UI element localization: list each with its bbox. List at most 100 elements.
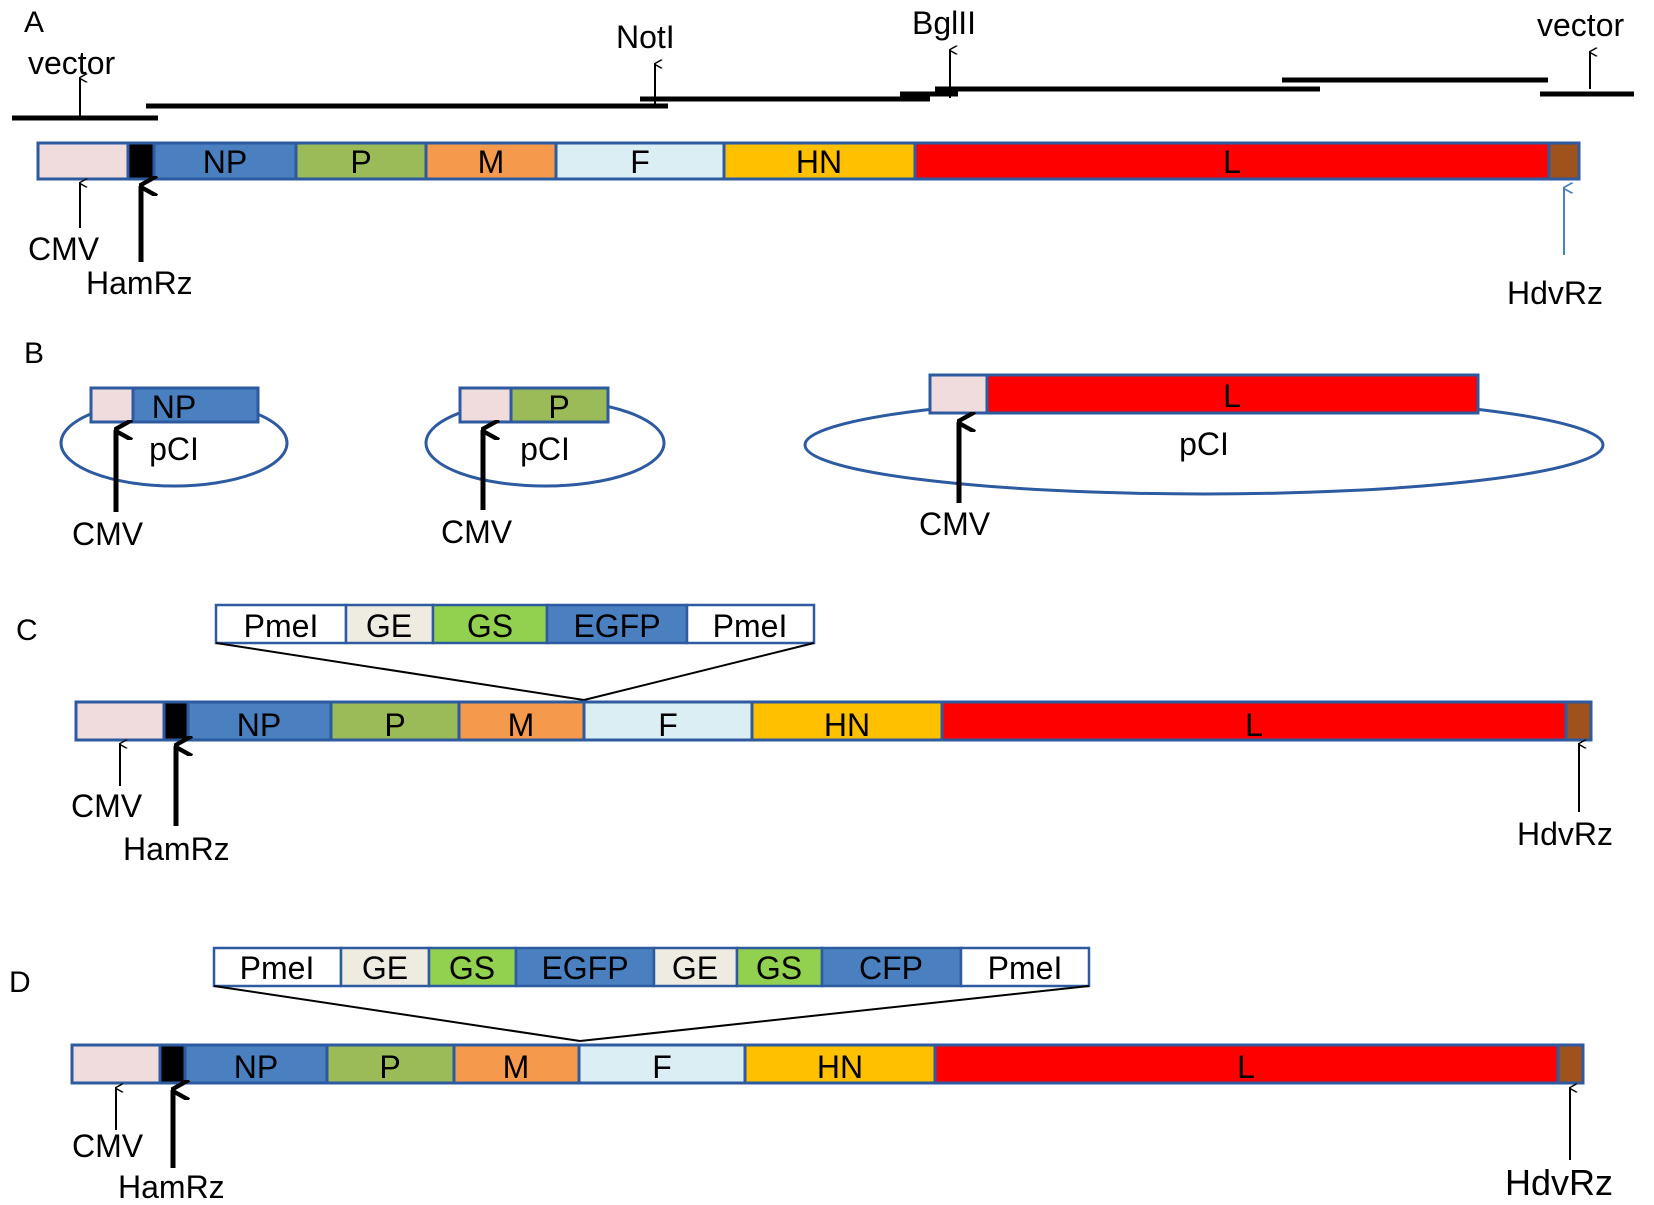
plasmid-p-gene: [509, 386, 610, 424]
insert-c-guide-left: [215, 642, 585, 701]
c-hn-segment: [750, 700, 944, 742]
plasmid-np-gene: [131, 386, 260, 424]
plasmid-l-gene-label: L: [1223, 378, 1241, 414]
plasmid-np-gene-label: NP: [152, 389, 196, 425]
notl-label: NotI: [616, 19, 675, 55]
c-hamrz-segment: [162, 700, 190, 742]
c-hn-label: HN: [824, 707, 870, 743]
plasmid-p-cmv: [458, 386, 513, 424]
plasmid-np-cmv: [89, 386, 135, 424]
c-l-segment: [940, 700, 1568, 742]
m-label: M: [478, 144, 505, 180]
np-segment: [152, 141, 298, 181]
cassette-c-label-1: GE: [366, 608, 412, 644]
p-label: P: [350, 144, 371, 180]
hdvrz-segment: [1547, 141, 1581, 181]
genome-construct-d: NP P M F HN L: [70, 1043, 1585, 1085]
panel-d-label: D: [9, 966, 31, 999]
c-hamrz-label: HamRz: [123, 831, 230, 867]
cassette-c-pmei-right: [685, 603, 816, 645]
plasmid-l-vector-label: pCI: [1179, 426, 1229, 462]
plasmid-p: P pCI CMV: [424, 386, 666, 550]
c-hdvrz-label: HdvRz: [1517, 816, 1613, 852]
cassette-d-pmei-right: [959, 946, 1091, 988]
cassette-d-cfp: [820, 946, 963, 988]
d-hn-segment: [743, 1043, 937, 1085]
d-cmv-segment: [70, 1043, 162, 1085]
d-hamrz-segment: [158, 1043, 187, 1085]
d-m-label: M: [503, 1049, 530, 1085]
c-l-label: L: [1245, 707, 1263, 743]
c-np-segment: [186, 700, 333, 742]
cassette-d-pmei-left: [212, 946, 343, 988]
d-l-segment: [933, 1043, 1560, 1085]
d-f-segment: [577, 1043, 747, 1085]
plasmid-p-cmv-label: CMV: [441, 514, 513, 550]
cassette-d-label-5: GS: [756, 950, 802, 986]
plasmid-np-vector-label: pCI: [149, 431, 199, 467]
d-hdvrz-label: HdvRz: [1505, 1162, 1613, 1203]
cloning-fragments: [12, 77, 1634, 121]
cassette-d-label-6: CFP: [859, 950, 923, 986]
d-hamrz-label: HamRz: [118, 1169, 225, 1205]
hamrz-label: HamRz: [86, 265, 193, 301]
plasmid-l-gene: [985, 373, 1480, 415]
c-hdvrz-segment: [1564, 700, 1593, 742]
hamrz-segment: [126, 141, 156, 181]
vector-left-label: vector: [28, 45, 115, 81]
plasmid-np-cmv-label: CMV: [72, 516, 144, 552]
panel-a-label: A: [24, 6, 44, 39]
panel-b: B NP pCI CMV P pCI CMV L pCI: [24, 337, 1605, 552]
cassette-c-gs: [431, 603, 549, 645]
d-hn-label: HN: [817, 1049, 863, 1085]
c-np-label: NP: [237, 707, 281, 743]
cassette-d-label-1: GE: [362, 950, 408, 986]
panel-c: C PmeI GE GS EGFP PmeI NP P: [16, 603, 1613, 867]
panel-d: D PmeI GE GS EGFP GE GS CFP PmeI: [9, 946, 1613, 1205]
cassette-c-label-0: PmeI: [244, 608, 319, 644]
c-f-label: F: [658, 707, 678, 743]
l-label: L: [1223, 144, 1241, 180]
c-p-label: P: [384, 707, 405, 743]
insert-d-guide-left: [213, 985, 581, 1042]
panel-a: A vector NotI BglII vector: [12, 5, 1634, 311]
cassette-d-label-4: GE: [672, 950, 718, 986]
f-label: F: [630, 144, 650, 180]
l-segment: [913, 141, 1551, 181]
panel-b-label: B: [24, 337, 44, 370]
plasmid-l: L pCI CMV: [803, 373, 1605, 542]
hn-segment: [722, 141, 917, 181]
cmv-label: CMV: [28, 231, 100, 267]
d-hdvrz-segment: [1556, 1043, 1585, 1085]
cassette-d-label-2: GS: [449, 950, 495, 986]
bglll-label: BglII: [912, 5, 976, 41]
vector-right-label: vector: [1537, 7, 1624, 43]
cassette-d-gs-2: [735, 946, 824, 988]
cassette-d-label-7: PmeI: [988, 950, 1063, 986]
c-p-segment: [329, 700, 461, 742]
plasmid-l-cmv: [928, 373, 989, 415]
plasmid-np: NP pCI CMV: [59, 386, 289, 552]
genome-construct-a: NP P M F HN L: [36, 141, 1581, 181]
cassette-c-label-3: EGFP: [573, 608, 660, 644]
cmv-segment: [36, 141, 130, 181]
cassette-d-label-0: PmeI: [240, 950, 315, 986]
c-cmv-segment: [74, 700, 166, 742]
np-label: NP: [203, 144, 247, 180]
insert-d-guide-right: [579, 985, 1090, 1042]
cassette-d-egfp: [514, 946, 656, 988]
plasmid-p-gene-label: P: [548, 389, 569, 425]
cassette-c-label-2: GS: [467, 608, 513, 644]
d-l-label: L: [1237, 1049, 1255, 1085]
cassette-d-label-3: EGFP: [541, 950, 628, 986]
insert-cassette-d: PmeI GE GS EGFP GE GS CFP PmeI: [212, 946, 1091, 988]
cassette-c-ge: [344, 603, 435, 645]
insert-cassette-c: PmeI GE GS EGFP PmeI: [214, 603, 816, 645]
panel-c-label: C: [16, 614, 38, 647]
d-p-label: P: [379, 1049, 400, 1085]
cassette-d-gs-1: [427, 946, 518, 988]
d-f-label: F: [652, 1049, 672, 1085]
cassette-c-egfp: [545, 603, 689, 645]
d-np-label: NP: [234, 1049, 278, 1085]
